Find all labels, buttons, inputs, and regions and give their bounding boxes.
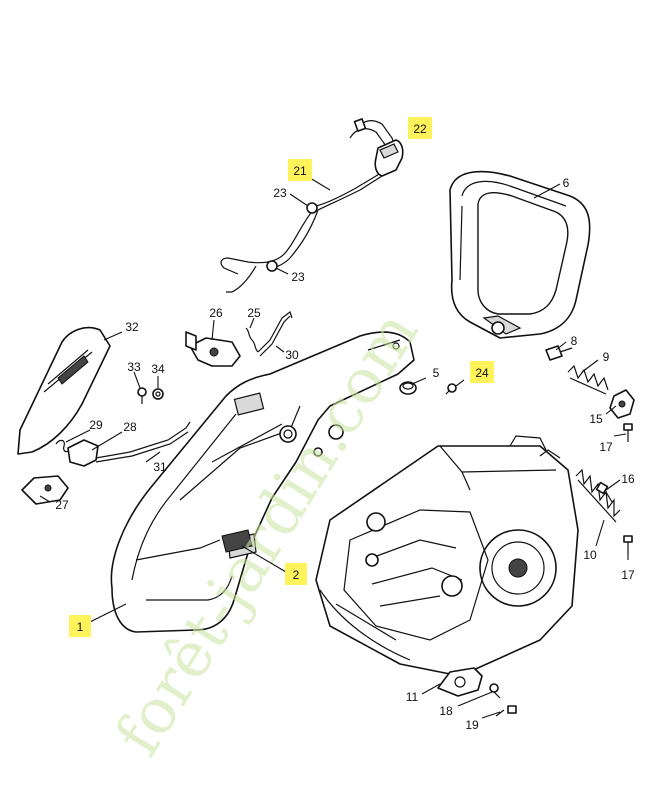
callout-16: 16 (621, 472, 635, 486)
screw-part-33 (137, 387, 147, 404)
callout-number-10: 10 (583, 548, 597, 562)
callout-31: 31 (153, 460, 167, 474)
callout-26: 26 (209, 306, 223, 320)
callout-number-30: 30 (285, 348, 299, 362)
lever-part-28 (67, 439, 99, 467)
callout-number-31: 31 (153, 460, 167, 474)
callout-number-19: 19 (465, 718, 479, 732)
callout-15: 15 (589, 412, 603, 426)
callout-17a: 17 (599, 440, 613, 454)
callout-21: 21 (288, 159, 312, 181)
callout-11: 11 (406, 690, 419, 704)
screw-part-8 (545, 345, 573, 361)
callout-27: 27 (55, 498, 69, 512)
callout-number-27: 27 (55, 498, 69, 512)
screw-part-18 (489, 683, 501, 699)
callout-number-33: 33 (127, 360, 141, 374)
callout-5: 5 (433, 366, 440, 380)
callout-number-34: 34 (151, 362, 165, 376)
callout-28: 28 (123, 420, 137, 434)
cover-part-32 (17, 326, 111, 455)
engine-block (315, 435, 579, 677)
callout-30: 30 (285, 348, 299, 362)
trigger-part-27 (21, 475, 69, 505)
callout-highlight-24 (470, 361, 494, 383)
callout-highlight-2 (285, 563, 307, 585)
callout-number-22: 22 (413, 122, 427, 136)
spring-part-10 (575, 468, 621, 523)
callout-33: 33 (127, 360, 141, 374)
front-handle-part-6 (449, 170, 591, 339)
callout-number-24: 24 (475, 366, 489, 380)
callout-1: 1 (69, 615, 91, 637)
callout-17b: 17 (621, 568, 635, 582)
screw-part-17a (623, 423, 633, 442)
callout-34: 34 (151, 362, 165, 376)
screw-part-16 (595, 481, 613, 503)
callout-number-16: 16 (621, 472, 635, 486)
callout-number-5: 5 (433, 366, 440, 380)
callout-number-6: 6 (563, 176, 570, 190)
rod-part-31 (95, 421, 191, 463)
spring-part-29 (55, 439, 71, 453)
callout-number-21: 21 (293, 164, 307, 178)
cable-harness-part-21 (220, 118, 396, 293)
callout-number-17a: 17 (599, 440, 613, 454)
callout-23a: 23 (273, 186, 287, 200)
callout-number-26: 26 (209, 306, 223, 320)
callout-6: 6 (563, 176, 570, 190)
spring-part-9 (567, 364, 609, 395)
callout-labels: 1256891011151617171819212223232425262728… (55, 117, 635, 732)
callout-number-23b: 23 (291, 270, 305, 284)
callout-number-17b: 17 (621, 568, 635, 582)
callout-22: 22 (408, 117, 432, 139)
screw-part-24 (445, 383, 457, 395)
screw-part-17b (623, 535, 633, 554)
callout-highlight-21 (288, 159, 312, 181)
callout-number-8: 8 (571, 334, 578, 348)
callout-29: 29 (89, 418, 103, 432)
callout-23b: 23 (291, 270, 305, 284)
switch-part-22 (374, 139, 404, 177)
spring-part-25 (245, 327, 259, 353)
callout-number-29: 29 (89, 418, 103, 432)
callout-24: 24 (470, 361, 494, 383)
callout-2: 2 (285, 563, 307, 585)
nut-part-34 (152, 388, 164, 400)
callout-number-25: 25 (247, 306, 261, 320)
callout-8: 8 (571, 334, 578, 348)
callout-number-11: 11 (406, 690, 419, 704)
callout-number-9: 9 (603, 350, 610, 364)
callout-10: 10 (583, 548, 597, 562)
callout-32: 32 (125, 320, 139, 334)
handle-housing-part-1 (110, 331, 415, 633)
buffer-part-15 (609, 389, 635, 419)
lever-part-26 (185, 331, 241, 367)
callout-highlight-1 (69, 615, 91, 637)
plug-part-5 (399, 381, 417, 395)
callout-number-32: 32 (125, 320, 139, 334)
callout-highlight-22 (408, 117, 432, 139)
label-part-2 (221, 529, 253, 553)
callout-number-15: 15 (589, 412, 603, 426)
callout-number-18: 18 (439, 704, 453, 718)
callout-25: 25 (247, 306, 261, 320)
callout-9: 9 (603, 350, 610, 364)
callout-19: 19 (465, 718, 479, 732)
callout-number-28: 28 (123, 420, 137, 434)
cover-part-11 (437, 667, 483, 697)
rod-part-30 (257, 311, 293, 357)
screw-part-19 (495, 705, 517, 717)
leader-lines (39, 177, 629, 719)
callout-18: 18 (439, 704, 453, 718)
callout-number-1: 1 (77, 620, 84, 634)
callout-number-2: 2 (293, 568, 300, 582)
callout-number-23a: 23 (273, 186, 287, 200)
